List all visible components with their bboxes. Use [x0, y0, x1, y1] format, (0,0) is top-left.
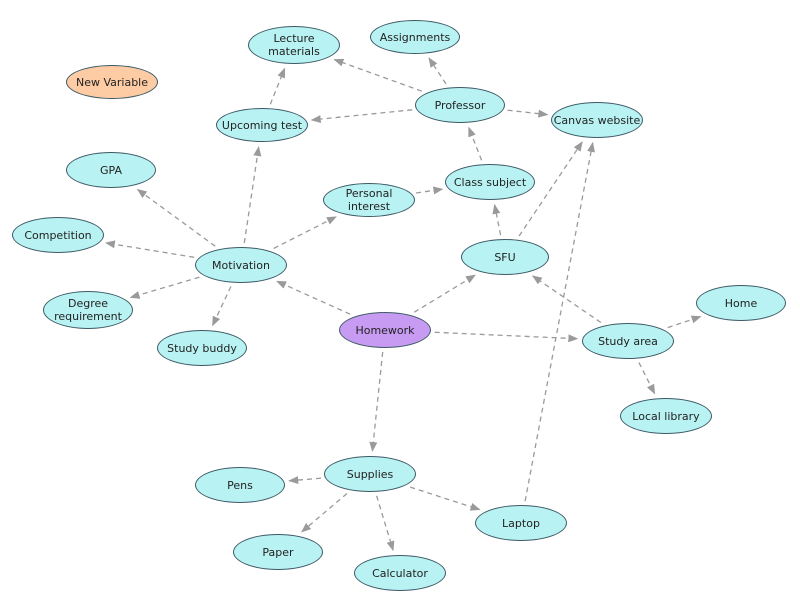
node-home[interactable]: Home [696, 285, 786, 321]
edge-laptop-to-canvas-website [524, 141, 595, 502]
edge-study-area-to-sfu [531, 275, 602, 324]
node-class-subject[interactable]: Class subject [445, 164, 535, 200]
node-upcoming-test[interactable]: Upcoming test [216, 108, 308, 142]
edge-supplies-to-calculator [375, 495, 395, 552]
edge-homework-to-motivation [276, 280, 351, 315]
node-homework[interactable]: Homework [339, 312, 431, 348]
edge-professor-to-lecture-materials [333, 58, 423, 92]
node-study-buddy[interactable]: Study buddy [157, 330, 247, 366]
edge-sfu-to-class-subject [492, 203, 502, 236]
node-competition[interactable]: Competition [12, 217, 104, 253]
node-motivation[interactable]: Motivation [195, 247, 287, 283]
edge-supplies-to-laptop [409, 486, 481, 511]
edge-motivation-to-competition [104, 240, 195, 258]
node-laptop[interactable]: Laptop [475, 505, 567, 541]
node-sfu[interactable]: SFU [461, 239, 549, 275]
edge-professor-to-assignments [428, 57, 447, 85]
node-gpa[interactable]: GPA [66, 152, 156, 188]
edge-professor-to-upcoming-test [310, 109, 413, 124]
node-canvas-website[interactable]: Canvas website [551, 102, 643, 138]
edge-motivation-to-personal-interest [273, 216, 337, 249]
node-local-library[interactable]: Local library [620, 398, 712, 434]
edge-professor-to-canvas-website [507, 109, 549, 118]
edge-personal-interest-to-class-subject [416, 186, 444, 195]
node-professor[interactable]: Professor [415, 87, 505, 123]
edge-motivation-to-gpa [136, 188, 216, 247]
node-calculator[interactable]: Calculator [354, 555, 446, 591]
node-assignments[interactable]: Assignments [370, 20, 460, 54]
edge-homework-to-sfu [413, 274, 476, 313]
node-lecture-materials[interactable]: Lecture materials [248, 26, 340, 64]
edge-supplies-to-paper [301, 493, 348, 533]
edge-homework-to-supplies [369, 351, 384, 452]
node-supplies[interactable]: Supplies [324, 456, 416, 492]
node-study-area[interactable]: Study area [582, 323, 674, 359]
edge-sfu-to-canvas-website [518, 141, 583, 237]
node-degree-requirement[interactable]: Degree requirement [43, 291, 133, 329]
node-personal-interest[interactable]: Personal interest [323, 183, 415, 217]
edge-motivation-to-degree-requirement [129, 276, 200, 299]
edge-supplies-to-pens [288, 476, 321, 485]
edge-homework-to-study-area [434, 331, 579, 343]
edge-motivation-to-upcoming-test [243, 146, 262, 244]
edge-class-subject-to-professor [468, 126, 483, 161]
edge-study-area-to-home [667, 315, 702, 329]
edge-study-area-to-local-library [638, 362, 656, 395]
node-new-variable[interactable]: New Variable [66, 65, 158, 99]
edge-upcoming-test-to-lecture-materials [269, 67, 286, 105]
node-pens[interactable]: Pens [195, 467, 285, 503]
edge-motivation-to-study-buddy [212, 286, 232, 327]
node-paper[interactable]: Paper [233, 534, 323, 570]
